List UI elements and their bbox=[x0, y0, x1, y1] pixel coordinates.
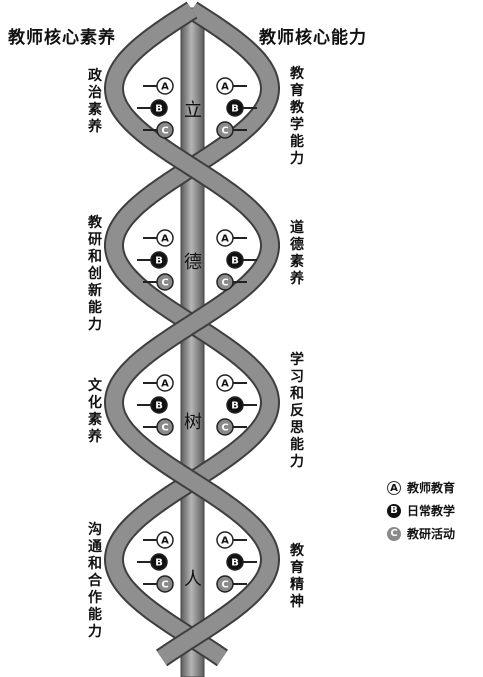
node-letter-left-2-a: A bbox=[161, 234, 169, 245]
node-letter-left-2-c: C bbox=[161, 278, 168, 289]
node-letter-right-4-a: A bbox=[221, 536, 229, 547]
legend-item-c: C 教研活动 bbox=[387, 525, 455, 542]
node-letter-left-1-b: B bbox=[155, 104, 163, 115]
node-letter-right-3-a: A bbox=[221, 379, 229, 390]
center-char-2: 德 bbox=[182, 248, 204, 274]
node-letter-right-1-c: C bbox=[221, 126, 228, 137]
right-label-morality: 道德素养 bbox=[288, 220, 306, 288]
node-letter-left-2-b: B bbox=[155, 256, 163, 267]
node-letter-right-1-a: A bbox=[221, 82, 229, 93]
center-char-4: 人 bbox=[182, 565, 204, 591]
node-letter-right-2-a: A bbox=[221, 234, 229, 245]
node-letter-right-2-c: C bbox=[221, 278, 228, 289]
left-label-culture: 文化素养 bbox=[86, 378, 104, 446]
legend-item-a: A 教师教育 bbox=[387, 479, 455, 496]
node-letter-right-4-b: B bbox=[231, 558, 239, 569]
node-letter-left-4-a: A bbox=[161, 536, 169, 547]
right-label-teaching: 教育教学能力 bbox=[288, 66, 306, 168]
node-letter-left-4-c: C bbox=[161, 580, 168, 591]
node-letter-left-1-a: A bbox=[161, 82, 169, 93]
right-label-education-spirit: 教育精神 bbox=[288, 543, 306, 611]
legend-text-c: 教研活动 bbox=[407, 525, 455, 542]
left-label-research-innovation: 教研和创新能力 bbox=[86, 215, 104, 334]
left-label-politics: 政治素养 bbox=[86, 68, 104, 136]
node-letter-left-3-a: A bbox=[161, 379, 169, 390]
legend-badge-b: B bbox=[387, 504, 401, 518]
legend-text-b: 日常教学 bbox=[407, 502, 455, 519]
center-char-3: 树 bbox=[182, 408, 204, 434]
right-label-learning-reflection: 学习和反思能力 bbox=[288, 352, 306, 471]
left-label-communication: 沟通和合作能力 bbox=[86, 522, 104, 641]
node-letter-left-1-c: C bbox=[161, 126, 168, 137]
node-letter-right-1-b: B bbox=[231, 104, 239, 115]
legend-text-a: 教师教育 bbox=[407, 479, 455, 496]
node-letter-left-3-c: C bbox=[161, 423, 168, 434]
node-letter-right-3-c: C bbox=[221, 423, 228, 434]
legend-badge-a: A bbox=[387, 481, 401, 495]
node-letter-right-3-b: B bbox=[231, 401, 239, 412]
node-letter-left-3-b: B bbox=[155, 401, 163, 412]
legend-badge-c: C bbox=[387, 527, 401, 541]
node-letter-right-4-c: C bbox=[221, 580, 228, 591]
node-letter-left-4-b: B bbox=[155, 558, 163, 569]
node-letter-right-2-b: B bbox=[231, 256, 239, 267]
legend-item-b: B 日常教学 bbox=[387, 502, 455, 519]
center-char-1: 立 bbox=[182, 96, 204, 122]
